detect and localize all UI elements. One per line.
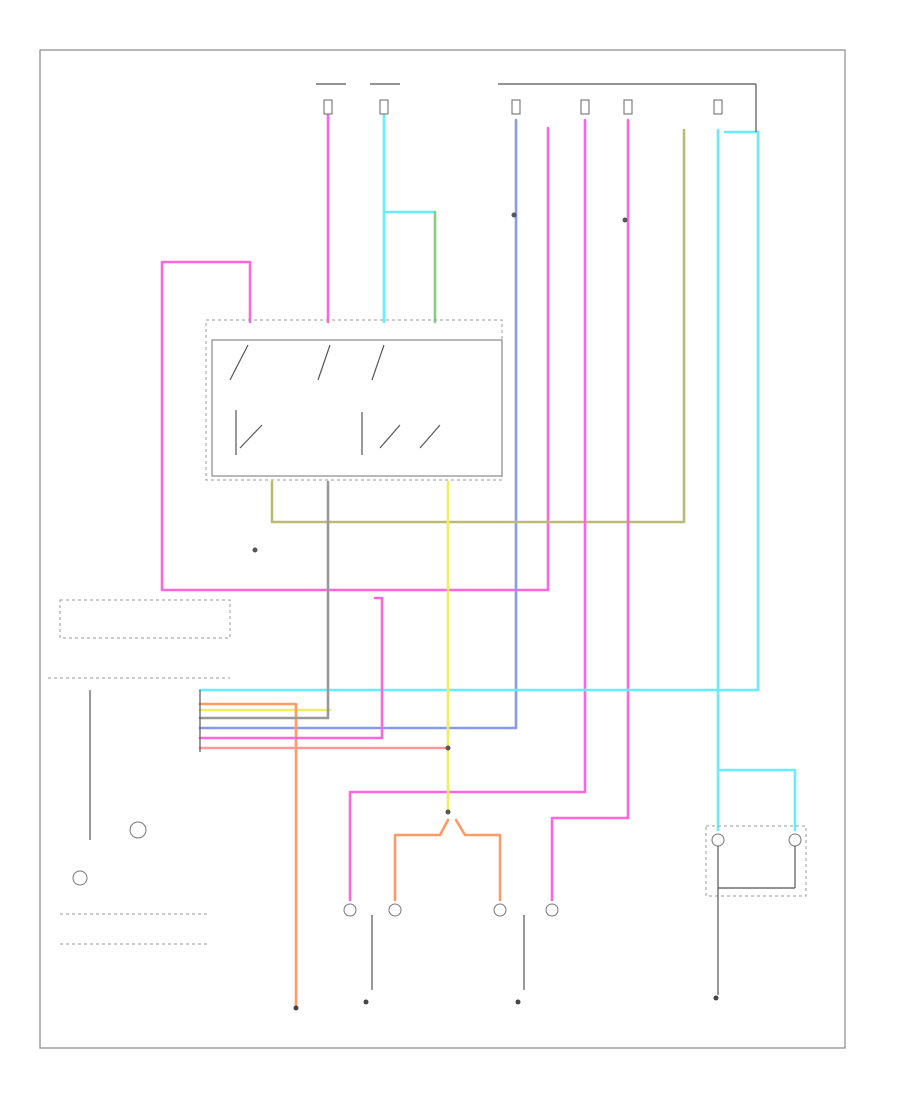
lamps — [293, 825, 807, 1011]
diagram-border — [39, 49, 846, 1049]
lighting-control-module — [48, 599, 231, 945]
splice-dot-5 — [511, 212, 517, 218]
right-lamp-box — [705, 825, 807, 897]
wire-pink-connector — [198, 596, 384, 740]
switch-contact-5 — [379, 424, 401, 449]
switch-contact-4 — [239, 424, 263, 449]
module-top-box — [59, 599, 231, 639]
wire-pink-fuse6 — [550, 118, 630, 902]
ground-icon-4 — [713, 995, 719, 1001]
dimmer-lamp-icon — [72, 870, 88, 886]
lamp-icon-4 — [545, 903, 559, 917]
switch-contact-3 — [371, 344, 385, 381]
fuse-icon-5 — [623, 99, 633, 115]
connectors — [252, 212, 628, 815]
splice-dot-1 — [445, 745, 451, 751]
lamp-icon-5 — [711, 833, 725, 847]
headlamp-switch-box — [205, 319, 503, 481]
headlamp-switch-inner — [211, 339, 503, 477]
switch-contact-6 — [419, 424, 441, 449]
lamp-icon-6 — [788, 833, 802, 847]
lamp-icon-1 — [343, 903, 357, 917]
wire-pink-left-loop — [160, 126, 550, 592]
ground-icon-2 — [515, 999, 521, 1005]
wire-blue — [198, 118, 518, 730]
wire-pink-fuse5 — [348, 118, 587, 902]
wire-cyan-fuse8 — [198, 130, 760, 692]
headlamp-switch — [205, 319, 503, 481]
lamp-icon-2 — [388, 903, 402, 917]
ground-icon-1 — [363, 999, 369, 1005]
ground-icon-3 — [293, 1005, 299, 1011]
wires — [160, 113, 797, 1007]
wire-orange-fork — [393, 818, 502, 902]
wire-orange-left — [198, 702, 298, 1007]
fuse-icon-6 — [713, 99, 723, 115]
switch-contact-2 — [317, 344, 331, 381]
fuse-icon-2 — [379, 99, 389, 115]
wire-gray-center — [198, 480, 330, 720]
splice-dot-3 — [252, 547, 258, 553]
splice-dot-2 — [445, 809, 451, 815]
fuse-icon-4 — [580, 99, 590, 115]
fuse-icon-1 — [323, 99, 333, 115]
switch-contact-1 — [229, 344, 249, 381]
lamp-icon-3 — [493, 903, 507, 917]
splice-dot-4 — [622, 217, 628, 223]
fuse-icon-3 — [511, 99, 521, 115]
wire-olive — [270, 128, 686, 524]
indicator-lamp-icon — [129, 821, 147, 839]
fuse-block — [316, 83, 757, 132]
wire-cyan-fuse7 — [716, 128, 797, 832]
